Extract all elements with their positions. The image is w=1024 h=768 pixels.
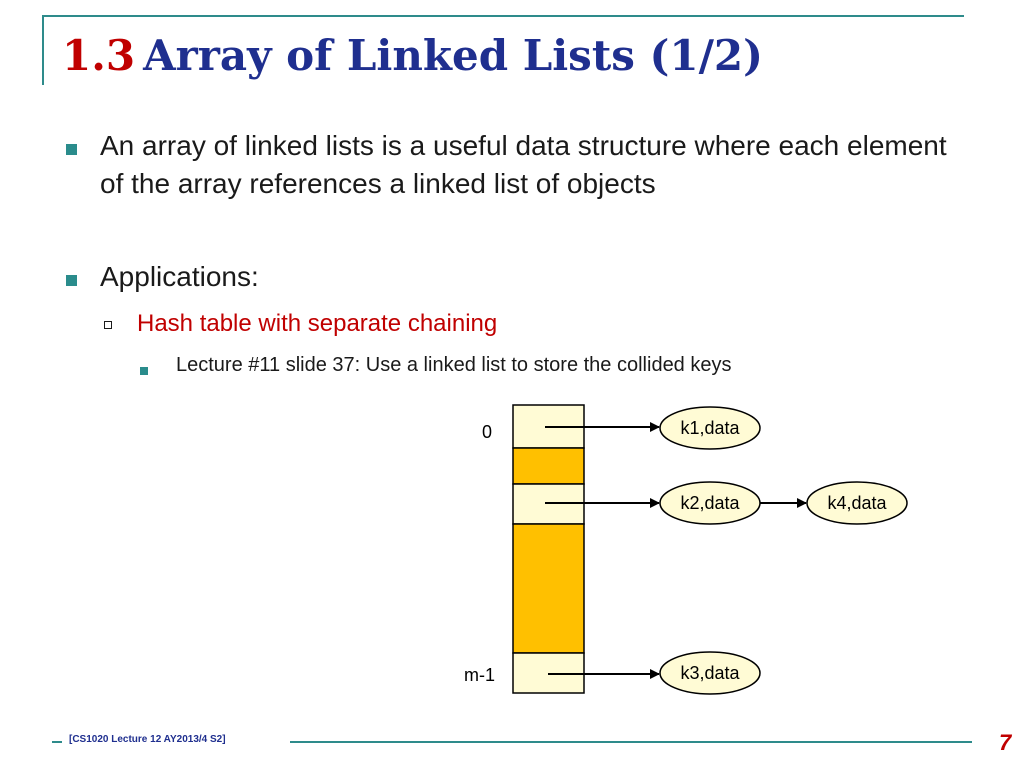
- bullet-text-definition: An array of linked lists is a useful dat…: [100, 130, 947, 199]
- array-slot-empty: [512, 523, 585, 654]
- node-label-k3: k3,data: [680, 663, 740, 683]
- left-frame-line: [42, 15, 44, 85]
- title-text: Array of Linked Lists (1/2): [143, 31, 764, 80]
- array-slot-empty: [512, 447, 585, 485]
- bullet-square-icon: [66, 144, 77, 155]
- node-k2: [659, 481, 761, 525]
- title-number: 1.3: [62, 31, 136, 80]
- index-label-m-1: m-1: [464, 665, 495, 685]
- top-frame-line: [42, 15, 964, 17]
- bullet-square-icon: [66, 275, 77, 286]
- node-k1: [659, 406, 761, 450]
- bullet-text-applications: Applications:: [100, 261, 259, 292]
- bullet-square-icon: [140, 367, 148, 375]
- node-k4: [806, 481, 908, 525]
- footer-line-left: [52, 741, 62, 743]
- sub-sub-bullet-lecture-note: Lecture #11 slide 37: Use a linked list …: [176, 354, 732, 376]
- node-label-k2: k2,data: [680, 493, 740, 513]
- page-number: 7: [999, 730, 1012, 755]
- footer-course-label: [CS1020 Lecture 12 AY2013/4 S2]: [69, 734, 226, 745]
- footer-line-right: [290, 741, 972, 743]
- index-label-0: 0: [482, 422, 492, 442]
- node-k3: [659, 651, 761, 695]
- sub-bullet-hash-table: Hash table with separate chaining: [137, 310, 498, 337]
- node-label-k4: k4,data: [827, 493, 887, 513]
- hollow-square-bullet-icon: [104, 321, 112, 329]
- node-label-k1: k1,data: [680, 418, 740, 438]
